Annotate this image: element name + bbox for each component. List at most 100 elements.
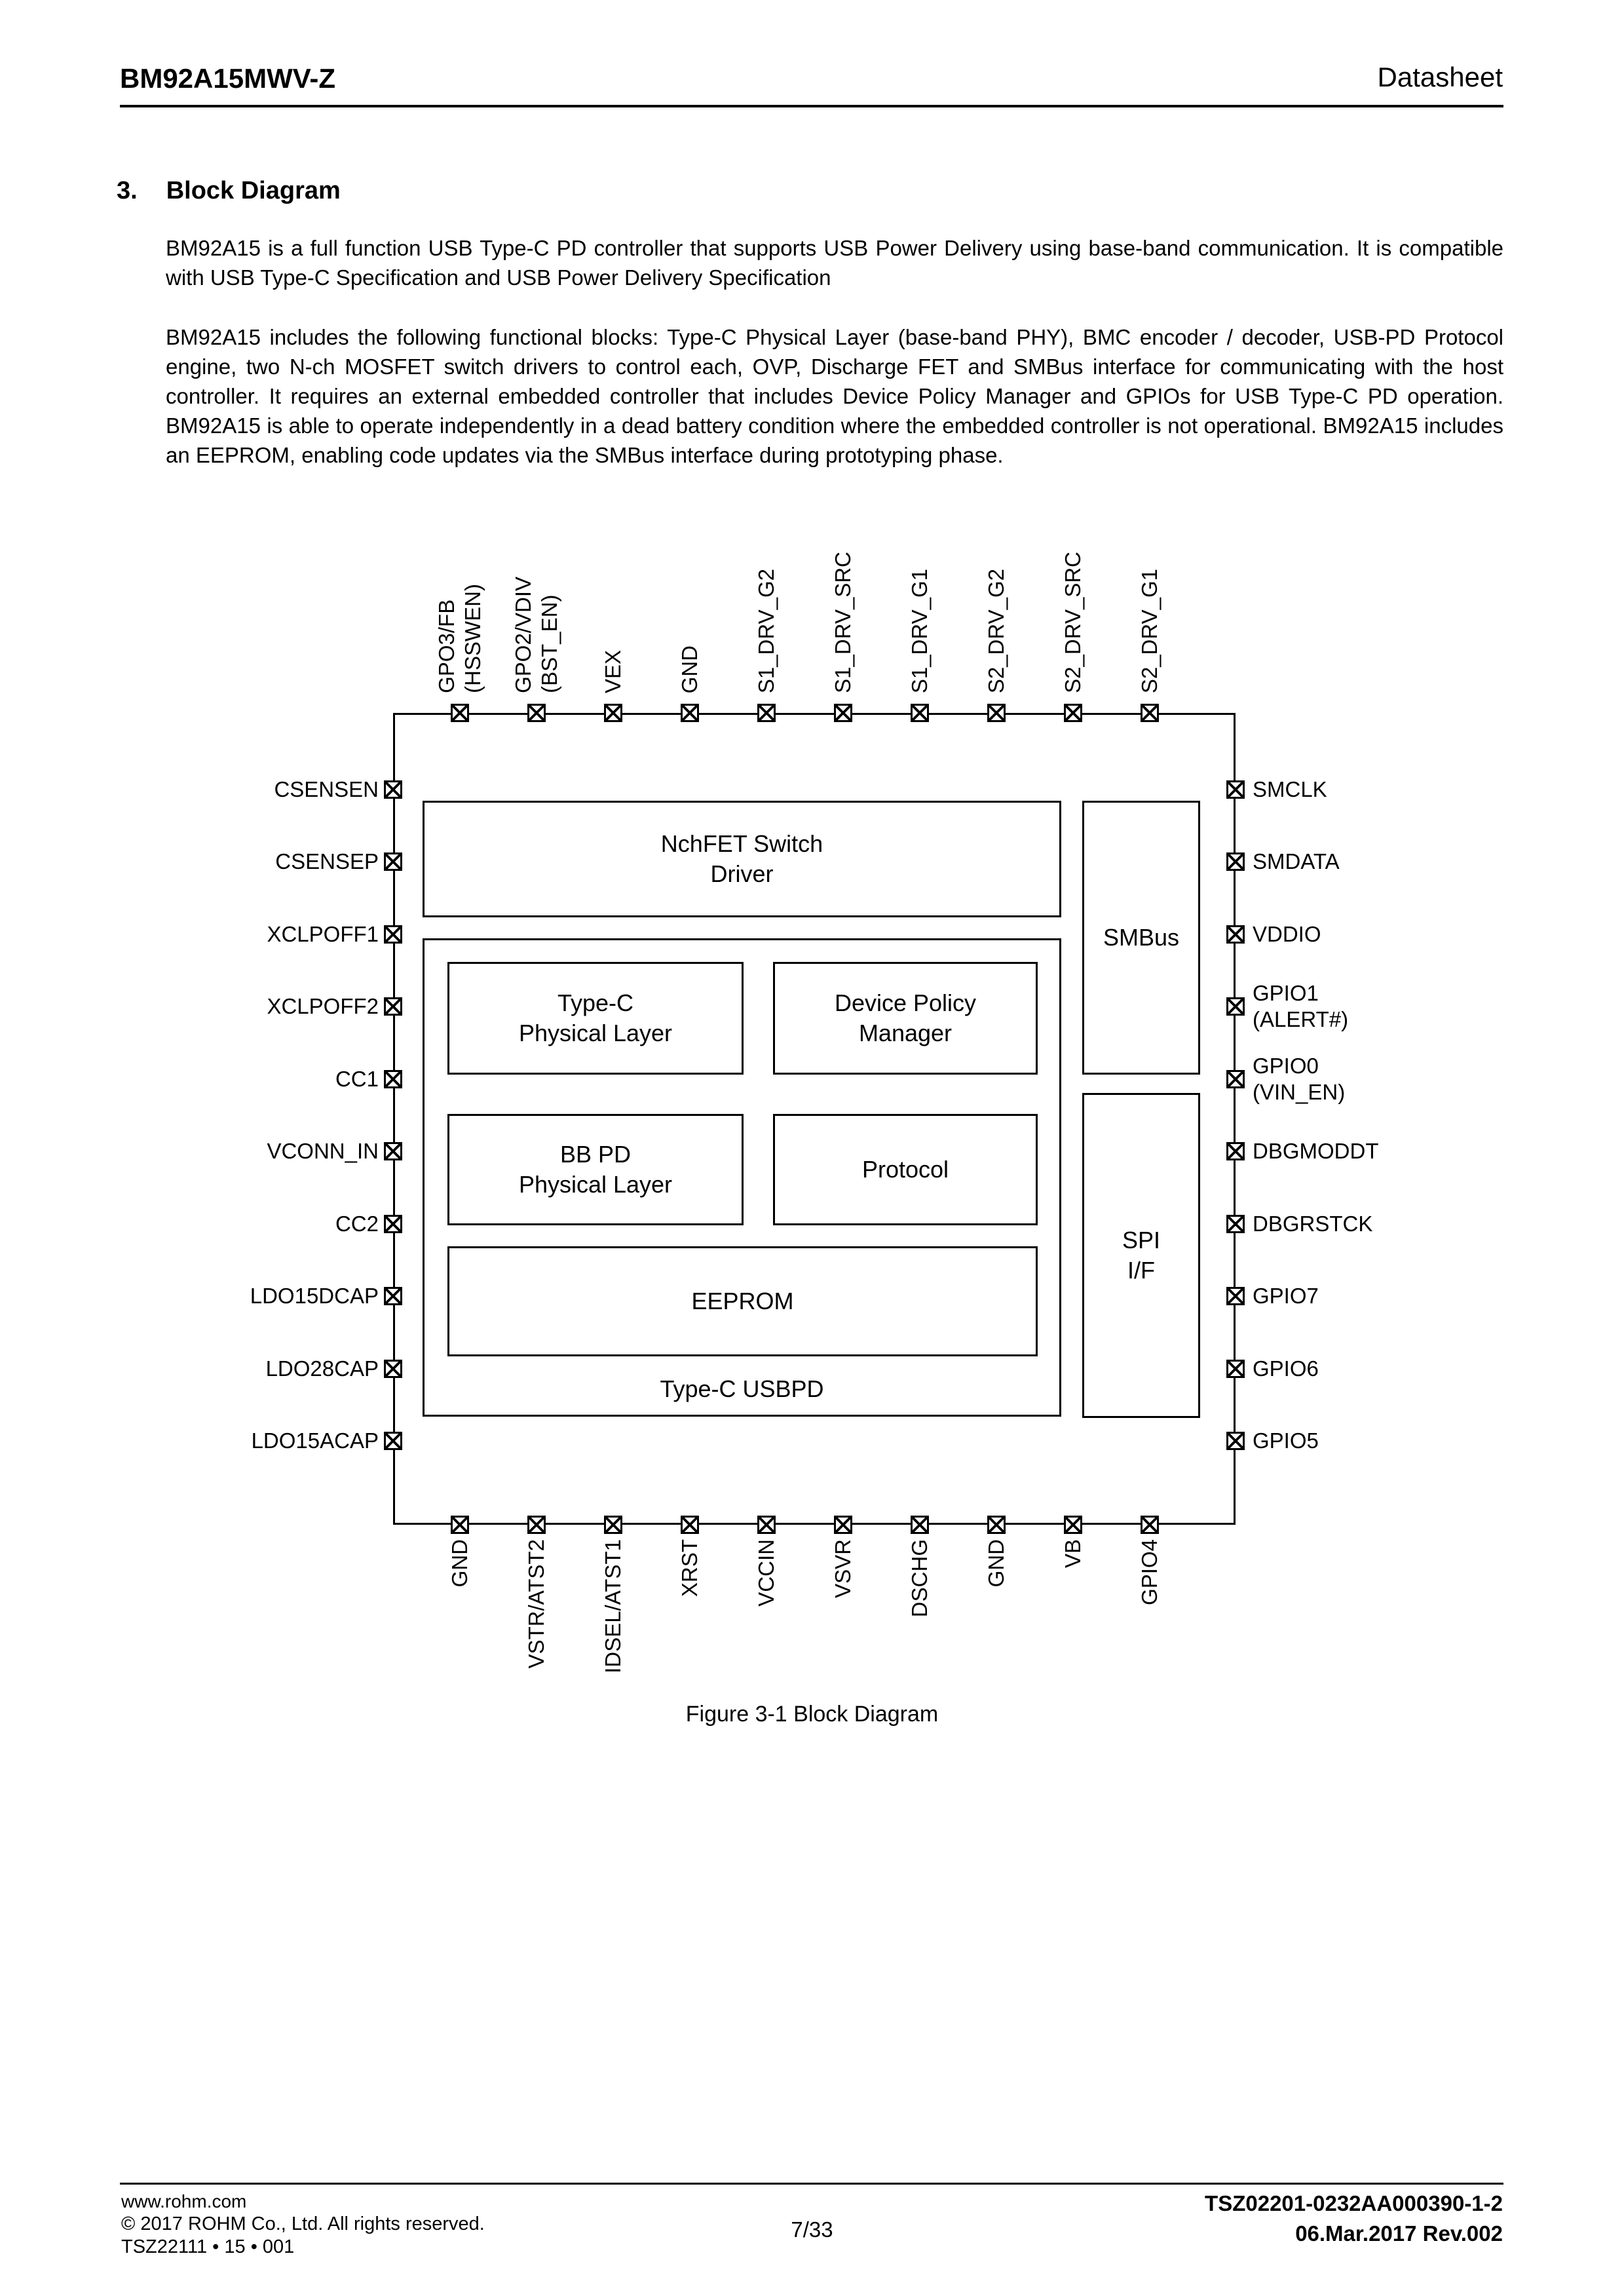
section-heading: 3. Block Diagram	[117, 177, 341, 205]
pin-cc1-label: CC1	[335, 1067, 379, 1091]
pin-label: VCCIN	[754, 1539, 778, 1607]
section-title: Block Diagram	[166, 177, 341, 204]
pin-smclk-label: SMCLK	[1253, 777, 1327, 801]
pin-xrst	[681, 1516, 699, 1534]
pin-ldo28cap	[384, 1360, 402, 1378]
header-rule	[120, 105, 1503, 107]
pin-gpo3fb-label: GPO3/FB (HSSWEN)	[417, 495, 502, 693]
pin-label: S1_DRV_G1	[907, 568, 932, 693]
pin-label: XRST	[677, 1539, 702, 1598]
pin-s2-drv-src-label: S2_DRV_SRC	[1030, 495, 1116, 693]
pin-label: IDSEL/ATST1	[601, 1539, 625, 1674]
pin-label: VEX	[601, 649, 625, 693]
pin-smclk	[1226, 780, 1245, 799]
pin-dschg	[911, 1516, 929, 1534]
section-number: 3.	[117, 177, 138, 204]
pin-vccin-label: VCCIN	[724, 1539, 809, 1788]
block-typec-usbpd-label: Type-C USBPD	[660, 1375, 824, 1402]
pin-label: S1_DRV_SRC	[831, 552, 855, 693]
pin-vex	[604, 704, 622, 722]
pin-ldo15dcap-label: LDO15DCAP	[250, 1284, 379, 1308]
pin-label: VSVR	[831, 1539, 855, 1598]
pin-s1-drv-g1	[911, 704, 929, 722]
pin-vex-label: VEX	[571, 495, 656, 693]
block-nchfet-switch-driver: NchFET Switch Driver	[423, 801, 1061, 917]
pin-xclpoff2	[384, 997, 402, 1016]
pin-gpo3fb	[451, 704, 469, 722]
pin-idsel-atst1	[604, 1516, 622, 1534]
footer-revision: 06.Mar.2017 Rev.002	[1295, 2221, 1503, 2246]
pin-gpio6-label: GPIO6	[1253, 1356, 1319, 1381]
figure-caption: Figure 3-1 Block Diagram	[685, 1702, 939, 1727]
pin-gpo2vdiv	[527, 704, 546, 722]
pin-csensep-label: CSENSEP	[275, 849, 379, 873]
pin-gnd-top	[681, 704, 699, 722]
pin-label: VSTR/ATST2	[524, 1539, 548, 1669]
pin-label: S2_DRV_G1	[1137, 568, 1161, 693]
pin-cc2	[384, 1215, 402, 1233]
pin-label: DSCHG	[907, 1539, 932, 1618]
pin-gpio1	[1226, 997, 1245, 1016]
pin-dschg-label: DSCHG	[877, 1539, 962, 1788]
pin-dbgmoddt-label: DBGMODDT	[1253, 1139, 1379, 1163]
pin-vb	[1064, 1516, 1082, 1534]
pin-gpio5	[1226, 1432, 1245, 1450]
pin-vb-label: VB	[1030, 1539, 1116, 1788]
pin-dbgmoddt	[1226, 1142, 1245, 1160]
pin-gpio7	[1226, 1287, 1245, 1305]
block-smbus: SMBus	[1082, 801, 1200, 1075]
doc-type: Datasheet	[1377, 62, 1503, 92]
block-device-policy-manager: Device Policy Manager	[773, 962, 1038, 1075]
footer-url: www.rohm.com	[121, 2191, 247, 2211]
pin-s2-drv-g2-label: S2_DRV_G2	[954, 495, 1039, 693]
pin-ldo15acap-label: LDO15ACAP	[251, 1428, 379, 1453]
pin-gpio4	[1141, 1516, 1159, 1534]
pin-label: GND	[677, 645, 702, 693]
pin-label: S1_DRV_G2	[754, 568, 778, 693]
block-typec-physical-layer: Type-C Physical Layer	[447, 962, 744, 1075]
pin-dbgrstck-label: DBGRSTCK	[1253, 1212, 1373, 1236]
pin-label: GPO2/VDIV (BST_EN)	[511, 577, 561, 693]
pin-vsvr	[834, 1516, 852, 1534]
pin-vddio-label: VDDIO	[1253, 922, 1321, 946]
pin-s1-drv-src	[834, 704, 852, 722]
pin-s1-drv-g2	[757, 704, 776, 722]
pin-s1-drv-g1-label: S1_DRV_G1	[877, 495, 962, 693]
pin-gnd-bottom-2	[987, 1516, 1006, 1534]
pin-vsvr-label: VSVR	[801, 1539, 886, 1788]
footer-doc-number: TSZ02201-0232AA000390-1-2	[1205, 2191, 1503, 2215]
block-eeprom: EEPROM	[447, 1246, 1038, 1356]
footer-page-number: 7/33	[791, 2217, 833, 2242]
pin-s1-drv-src-label: S1_DRV_SRC	[801, 495, 886, 693]
pin-ldo15dcap	[384, 1287, 402, 1305]
pin-smdata	[1226, 852, 1245, 871]
block-spi-if: SPI I/F	[1082, 1093, 1200, 1418]
pin-dbgrstck	[1226, 1215, 1245, 1233]
pin-gpio0-label: GPIO0 (VIN_EN)	[1253, 1054, 1346, 1104]
pin-vstr-atst2-label: VSTR/ATST2	[494, 1539, 579, 1788]
footer-doc-code: TSZ22111 • 15 • 001	[121, 2236, 295, 2257]
pin-gpio0	[1226, 1070, 1245, 1088]
pin-vconn-in	[384, 1142, 402, 1160]
pin-gnd-bottom-1-label: GND	[417, 1539, 502, 1788]
pin-s1-drv-g2-label: S1_DRV_G2	[724, 495, 809, 693]
pin-xclpoff1-label: XCLPOFF1	[267, 922, 379, 946]
block-bb-pd-physical-layer: BB PD Physical Layer	[447, 1114, 744, 1225]
pin-cc2-label: CC2	[335, 1212, 379, 1236]
pin-gnd-bottom-2-label: GND	[954, 1539, 1039, 1788]
pin-smdata-label: SMDATA	[1253, 849, 1340, 873]
pin-label: VB	[1061, 1539, 1085, 1569]
pin-xclpoff1	[384, 925, 402, 944]
pin-gnd-bottom-1	[451, 1516, 469, 1534]
part-number: BM92A15MWV-Z	[120, 63, 336, 94]
pin-ldo15acap	[384, 1432, 402, 1450]
footer-rule	[120, 2183, 1503, 2185]
intro-paragraph-1: BM92A15 is a full function USB Type-C PD…	[166, 236, 1503, 290]
pin-gpio7-label: GPIO7	[1253, 1284, 1319, 1308]
pin-ldo28cap-label: LDO28CAP	[265, 1356, 379, 1381]
pin-gpio4-label: GPIO4	[1107, 1539, 1192, 1788]
intro-paragraph-2: BM92A15 includes the following functiona…	[166, 325, 1503, 467]
pin-label: GPIO4	[1137, 1539, 1161, 1605]
pin-label: GND	[447, 1539, 472, 1588]
